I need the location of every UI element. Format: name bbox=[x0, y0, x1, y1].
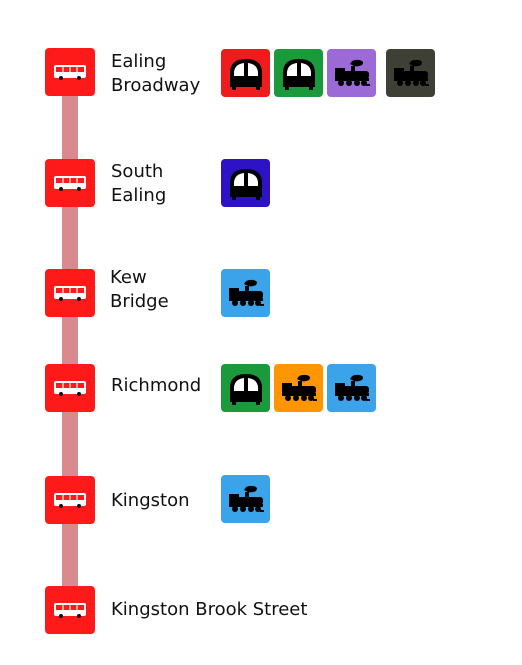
bus-icon bbox=[45, 364, 95, 412]
bus-icon bbox=[45, 48, 95, 96]
connections bbox=[221, 269, 270, 317]
bus-route-line bbox=[62, 70, 78, 610]
connections bbox=[221, 49, 435, 97]
train-icon bbox=[386, 49, 435, 97]
connections bbox=[221, 475, 270, 523]
stop-name: Kingston bbox=[111, 490, 190, 511]
train-icon bbox=[221, 269, 270, 317]
train-icon bbox=[274, 364, 323, 412]
stop-name: South Ealing bbox=[111, 161, 167, 206]
stop-name: Ealing Broadway bbox=[111, 51, 201, 96]
connections bbox=[221, 159, 270, 207]
train-icon bbox=[327, 49, 376, 97]
tube-icon bbox=[221, 364, 270, 412]
bus-icon bbox=[45, 476, 95, 524]
bus-icon bbox=[45, 269, 95, 317]
stop-name: Kew Bridge bbox=[110, 267, 169, 312]
train-icon bbox=[221, 475, 270, 523]
tube-icon bbox=[221, 159, 270, 207]
stop-name: Richmond bbox=[111, 375, 202, 396]
train-icon bbox=[327, 364, 376, 412]
connections bbox=[221, 364, 376, 412]
bus-icon bbox=[45, 159, 95, 207]
stop-name: Kingston Brook Street bbox=[111, 599, 308, 620]
bus-icon bbox=[45, 586, 95, 634]
tube-icon bbox=[221, 49, 270, 97]
tube-icon bbox=[274, 49, 323, 97]
